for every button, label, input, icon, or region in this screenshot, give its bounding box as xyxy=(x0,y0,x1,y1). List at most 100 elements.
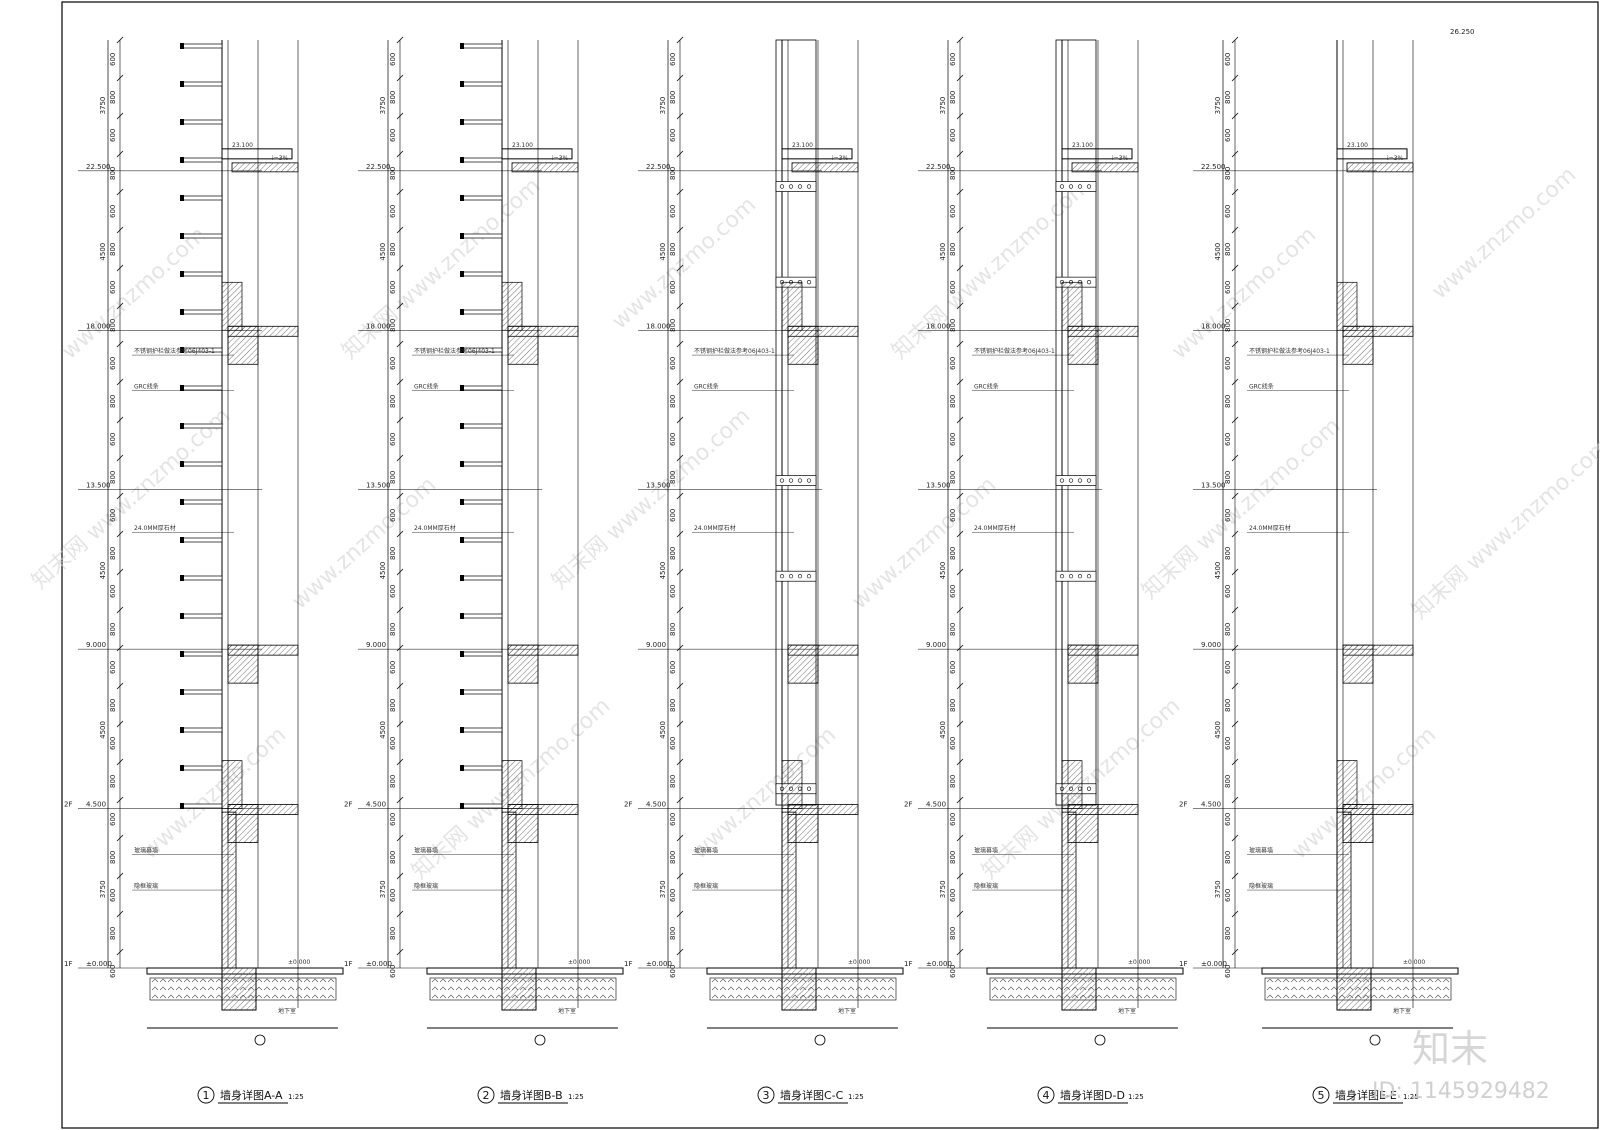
dim-tick xyxy=(676,682,684,690)
dim-value: 600 xyxy=(669,357,677,370)
dim-value: 800 xyxy=(669,319,677,332)
dim-tick xyxy=(956,112,964,120)
fin-cap xyxy=(460,271,464,277)
dim-value: 600 xyxy=(949,53,957,66)
bolt xyxy=(1086,478,1092,483)
dim-value: 800 xyxy=(1224,91,1232,104)
grc-fin xyxy=(461,803,503,809)
storey-dim: 4500 xyxy=(659,562,667,580)
grid-bubble xyxy=(1369,1034,1381,1046)
fin-cap xyxy=(460,613,464,619)
grc-fin xyxy=(181,803,223,809)
dim-value: 800 xyxy=(109,851,117,864)
dim-tick xyxy=(956,872,964,880)
transom xyxy=(775,475,817,486)
dim-tick xyxy=(116,606,124,614)
stone-spandrel xyxy=(1061,281,1083,331)
dim-value: 600 xyxy=(1224,53,1232,66)
storey-dim: 3750 xyxy=(939,880,947,898)
dim-tick xyxy=(396,758,404,766)
grc-fin xyxy=(461,157,503,163)
floor-label-1f: 1F xyxy=(344,960,352,968)
dim-tick xyxy=(956,948,964,956)
dim-tick xyxy=(1231,74,1239,82)
dim-value: 800 xyxy=(109,319,117,332)
stone-spandrel xyxy=(501,281,523,331)
edge-beam xyxy=(1342,325,1374,365)
floor-label-1f: 1F xyxy=(1179,960,1187,968)
dim-tick xyxy=(116,74,124,82)
fin-cap xyxy=(460,575,464,581)
dim-value: 800 xyxy=(669,471,677,484)
leader-note: 玻璃幕墙 xyxy=(694,847,718,855)
grc-fin xyxy=(181,271,223,277)
bolt xyxy=(1077,478,1083,483)
top-level-label: 26.250 xyxy=(1450,28,1475,36)
dim-value: 600 xyxy=(109,357,117,370)
storey-dim: 3750 xyxy=(659,97,667,115)
dim-value: 600 xyxy=(1224,737,1232,750)
grc-fin xyxy=(181,461,223,467)
storey-dim: 4500 xyxy=(939,243,947,261)
sections-layer: 600 800 600 800 600 800 600 800 600 800 600 800 600 8… xyxy=(64,28,1475,1104)
dim-tick xyxy=(956,340,964,348)
bolt xyxy=(779,184,785,189)
dim-tick xyxy=(116,378,124,386)
bolt xyxy=(779,574,785,579)
dim-tick xyxy=(1231,948,1239,956)
dim-tick xyxy=(1231,36,1239,44)
dim-tick xyxy=(1231,112,1239,120)
dim-tick xyxy=(956,454,964,462)
dim-value: 600 xyxy=(669,965,677,978)
dim-value: 600 xyxy=(389,129,397,142)
dim-value: 600 xyxy=(1224,965,1232,978)
dim-tick xyxy=(1231,454,1239,462)
leader-note: 不锈钢护栏做法参考06J403-1 xyxy=(1249,347,1330,355)
dim-value: 600 xyxy=(1224,585,1232,598)
title-number-circle xyxy=(1037,1086,1055,1104)
basement-label: 地下室 xyxy=(558,1007,576,1015)
dim-value: 600 xyxy=(669,661,677,674)
dim-tick xyxy=(956,910,964,918)
leader-note: 隐框玻璃 xyxy=(1249,882,1273,890)
dim-value: 800 xyxy=(109,927,117,940)
bolt xyxy=(1077,574,1083,579)
wall-section-1: 6008006008006008006008006008006008006008… xyxy=(64,36,344,1104)
grc-fin xyxy=(461,689,503,695)
dim-tick xyxy=(116,454,124,462)
storey-dim: 4500 xyxy=(1214,243,1222,261)
dim-tick xyxy=(1231,302,1239,310)
dim-tick xyxy=(116,188,124,196)
level-label: 18.000 xyxy=(646,322,671,330)
grc-fin xyxy=(181,119,223,125)
dim-tick xyxy=(1231,378,1239,386)
grc-fin xyxy=(461,309,503,315)
storey-dim: 4500 xyxy=(99,243,107,261)
grc-fin xyxy=(181,765,223,771)
bolt xyxy=(788,184,794,189)
grc-fin xyxy=(461,575,503,581)
dim-tick xyxy=(396,188,404,196)
dim-tick xyxy=(676,948,684,956)
dim-tick xyxy=(396,948,404,956)
storey-dim: 4500 xyxy=(659,721,667,739)
title-number-circle xyxy=(757,1086,775,1104)
level-label: 9.000 xyxy=(1201,641,1221,649)
dim-tick xyxy=(396,720,404,728)
dim-tick xyxy=(116,568,124,576)
grid-bubble xyxy=(534,1034,546,1046)
fin-cap xyxy=(180,461,184,467)
fin-cap xyxy=(180,309,184,315)
roof-slab xyxy=(231,162,299,173)
foundation-wall xyxy=(221,967,257,1011)
dim-value: 800 xyxy=(109,91,117,104)
dim-tick xyxy=(676,416,684,424)
slope-label: i=3% xyxy=(552,155,569,162)
bolt xyxy=(1086,280,1092,285)
dim-value: 600 xyxy=(1224,813,1232,826)
grc-fin xyxy=(461,385,503,391)
grc-fin xyxy=(461,765,503,771)
edge-beam xyxy=(1067,644,1099,684)
dim-value: 800 xyxy=(109,167,117,180)
dim-value: 800 xyxy=(1224,927,1232,940)
